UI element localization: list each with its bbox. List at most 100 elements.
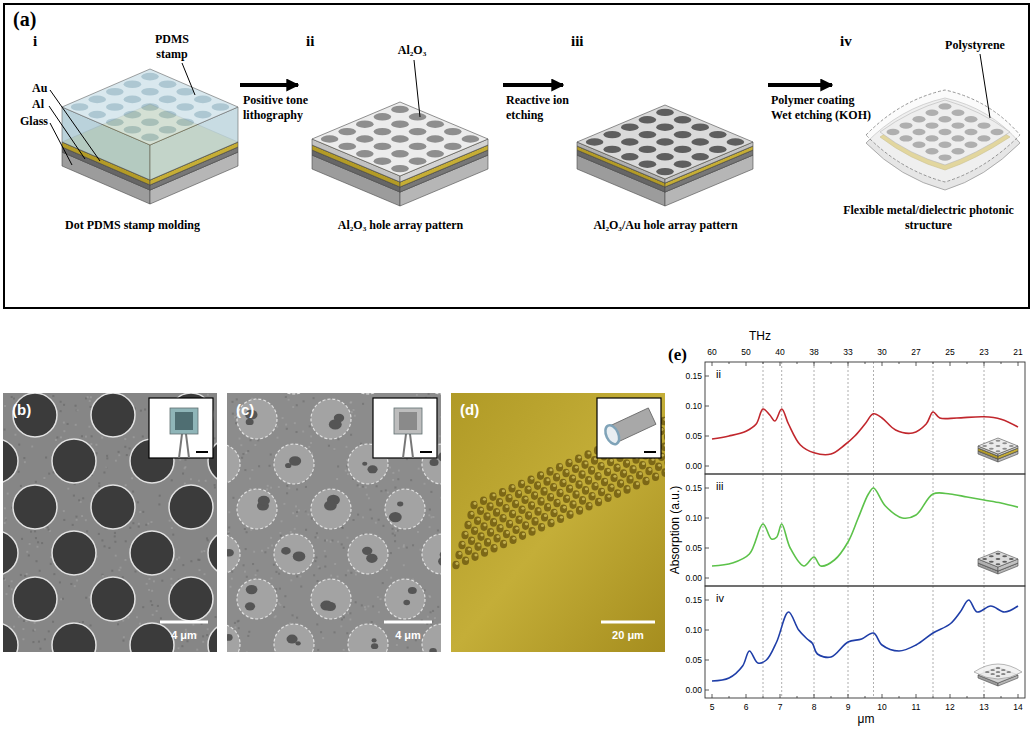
residue (285, 463, 291, 468)
step-numeral: iii (571, 33, 584, 50)
image-texture (275, 615, 277, 617)
image-texture (85, 436, 87, 438)
image-texture (75, 516, 77, 518)
hole-highlight (607, 469, 610, 472)
sample (399, 412, 417, 430)
image-texture (390, 552, 392, 554)
image-texture (34, 629, 36, 631)
stamp-dot (141, 73, 159, 81)
hole (515, 490, 522, 499)
hole (518, 480, 525, 489)
stamp-dot (159, 111, 177, 119)
image-texture (29, 543, 31, 545)
tick-label: 0.00 (685, 573, 702, 583)
step-numeral: ii (306, 33, 314, 50)
hole (480, 522, 487, 531)
image-texture (288, 487, 290, 489)
residue (408, 587, 417, 594)
image-texture (330, 541, 332, 543)
image-texture (276, 437, 278, 439)
image-texture (26, 551, 28, 553)
step-operation: Reactive ion etching (506, 93, 586, 123)
hole-highlight (663, 418, 665, 421)
hole (528, 501, 535, 510)
tick-mark (780, 694, 781, 698)
hole (553, 499, 560, 508)
scale-bar (601, 621, 655, 624)
image-texture (231, 578, 233, 580)
image-texture (13, 398, 15, 400)
image-texture (170, 578, 172, 580)
hole (582, 486, 589, 495)
image-texture (398, 547, 400, 549)
image-texture (22, 628, 24, 630)
image-texture (203, 550, 205, 552)
image-texture (150, 521, 152, 523)
image-texture (350, 402, 352, 404)
inset-frame (149, 398, 213, 458)
hole (91, 485, 135, 529)
image-texture (440, 416, 441, 418)
image-texture (355, 573, 357, 575)
image-texture (52, 395, 54, 397)
hole (91, 393, 135, 437)
hole (540, 487, 547, 496)
residue (371, 638, 376, 642)
stamp-dot (124, 111, 142, 119)
hole (3, 439, 18, 483)
hole (621, 138, 639, 145)
image-texture (390, 577, 392, 579)
residue (367, 465, 377, 473)
image-texture (341, 543, 343, 545)
hole (656, 153, 674, 160)
inset-frame (597, 398, 661, 458)
subplot-label: iii (716, 480, 723, 492)
image-texture (310, 435, 312, 437)
image-texture (271, 577, 273, 579)
hole (496, 498, 503, 507)
image-texture (231, 401, 233, 403)
residue (397, 501, 403, 506)
image-texture (11, 580, 13, 582)
hole (534, 507, 541, 516)
leader-line (49, 106, 85, 159)
image-texture (43, 477, 45, 479)
image-texture (309, 425, 311, 427)
image-texture (184, 459, 186, 461)
tick-mark (705, 376, 709, 377)
image-texture (60, 410, 62, 412)
hole (547, 519, 554, 528)
tick-label: 7 (778, 702, 783, 712)
tick-mark (705, 436, 709, 437)
image-texture (182, 473, 184, 475)
hole-highlight (480, 534, 483, 537)
image-texture (392, 533, 394, 535)
tick-label: 30 (877, 347, 886, 357)
hole (444, 128, 462, 135)
hole-highlight (588, 503, 591, 506)
hole-highlight (553, 484, 556, 487)
scale-label: 4 μm (171, 629, 197, 641)
hole (509, 536, 516, 545)
image-texture (325, 555, 327, 557)
hole-highlight (461, 542, 464, 545)
image-texture (355, 601, 357, 603)
sample (175, 412, 193, 430)
hole (465, 547, 472, 556)
image-texture (63, 519, 65, 521)
image-texture (125, 540, 127, 542)
tick-mark (763, 362, 764, 364)
hole-highlight (541, 524, 544, 527)
hole-highlight (559, 464, 562, 467)
image-texture (380, 598, 382, 600)
hole (455, 551, 462, 560)
image-texture (153, 580, 155, 582)
image-texture (74, 585, 76, 587)
hole-highlight (556, 500, 559, 503)
image-texture (202, 641, 204, 643)
residue (325, 602, 336, 611)
hole (452, 561, 459, 570)
image-texture (30, 531, 32, 533)
stamp-dot (88, 96, 106, 104)
